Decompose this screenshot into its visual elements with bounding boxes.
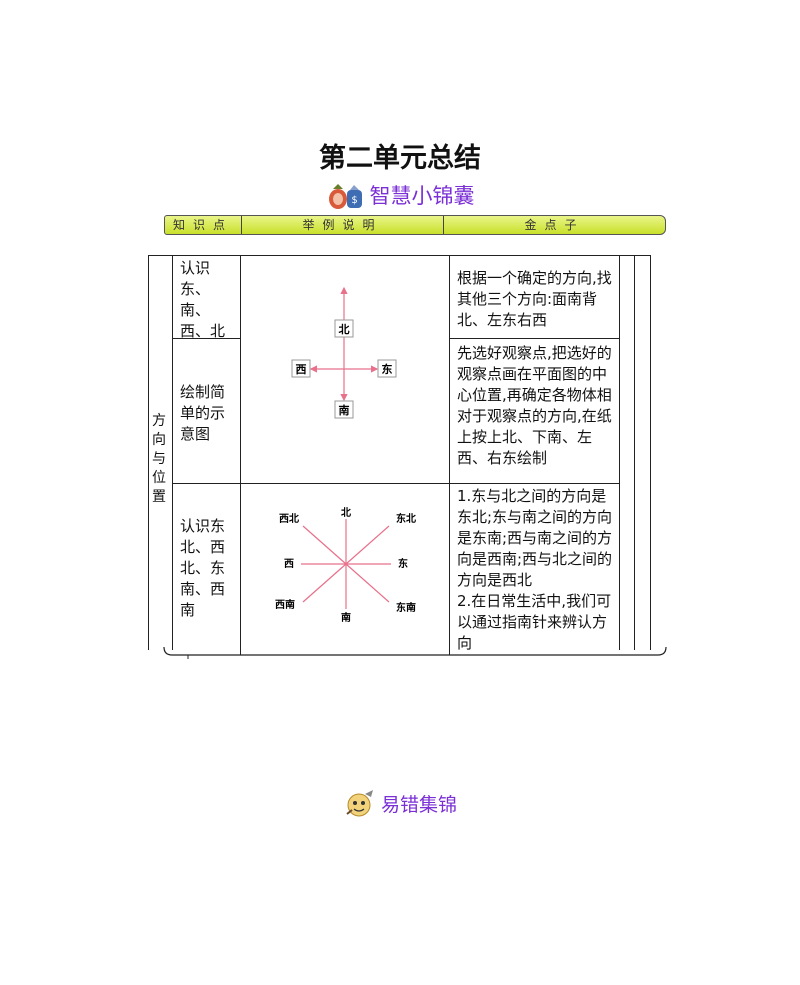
direction-label-southwest: 西南 — [275, 598, 295, 611]
errors-section-title: 易错集锦 — [0, 788, 800, 823]
header-divider — [241, 216, 242, 234]
header-golden-tip: 金点子 — [524, 218, 585, 232]
cartoon-mascot-icon — [346, 790, 373, 817]
tip-cell: 根据一个确定的方向,找其他三个方向:面南背北、左东右西 — [457, 269, 612, 329]
table-col-divider — [449, 255, 450, 655]
table-top-border — [148, 255, 651, 256]
row-divider — [172, 483, 619, 484]
page-title: 第二单元总结 — [319, 143, 481, 174]
tip-cell: 1.东与北之间的方向是东北;东与南之间的方向是东南;西与南之间的方向是西南;西与… — [457, 487, 613, 652]
table-col-divider — [240, 255, 241, 655]
subtitle-text: 智慧小锦囊 — [369, 184, 475, 208]
tip-cell: 先选好观察点,把选好的观察点画在平面图的中心位置,再确定各物体相对于观察点的方向… — [457, 344, 612, 467]
row-divider — [449, 338, 619, 339]
header-knowledge-point: 知识点 — [172, 218, 233, 232]
four-direction-diagram: 北 南 东 西 — [291, 286, 397, 419]
topic-cell: 认识东北、西北、东南、西南 — [180, 517, 226, 619]
topic-cell: 认识东、南、西、北 — [180, 259, 226, 340]
category-label: 方向与位置 — [152, 413, 166, 505]
direction-label-south: 南 — [339, 403, 350, 417]
row-divider — [172, 338, 240, 339]
table-bottom-bracket — [163, 646, 667, 659]
topic-cell: 绘制简单的示意图 — [180, 383, 226, 443]
errors-title-text: 易错集锦 — [380, 793, 457, 816]
svg-text:$: $ — [351, 195, 357, 206]
direction-label-southeast: 东南 — [396, 601, 416, 614]
direction-label-north: 北 — [341, 506, 351, 519]
direction-label-west: 西 — [284, 558, 294, 570]
table-col-divider — [634, 255, 635, 650]
direction-label-east: 东 — [382, 362, 393, 376]
table-col-divider — [619, 255, 620, 650]
table-left-border — [148, 255, 149, 650]
direction-label-northeast: 东北 — [396, 512, 416, 525]
direction-label-west: 西 — [296, 363, 307, 376]
table-header-bar: 知识点 举例说明 金点子 — [164, 215, 666, 235]
direction-label-south: 南 — [341, 611, 351, 624]
header-example: 举例说明 — [302, 218, 383, 232]
direction-label-east: 东 — [398, 557, 408, 570]
table-right-border — [650, 255, 651, 650]
money-bag-icon: $ — [328, 184, 362, 209]
section-subtitle: $ 智慧小锦囊 — [0, 180, 800, 215]
direction-label-northwest: 西北 — [279, 512, 299, 525]
header-divider — [443, 216, 444, 234]
table-category-divider — [172, 255, 173, 650]
direction-label-north: 北 — [339, 322, 350, 336]
eight-direction-diagram: 北 南 东 西 东北 西北 东南 西南 — [275, 506, 416, 624]
